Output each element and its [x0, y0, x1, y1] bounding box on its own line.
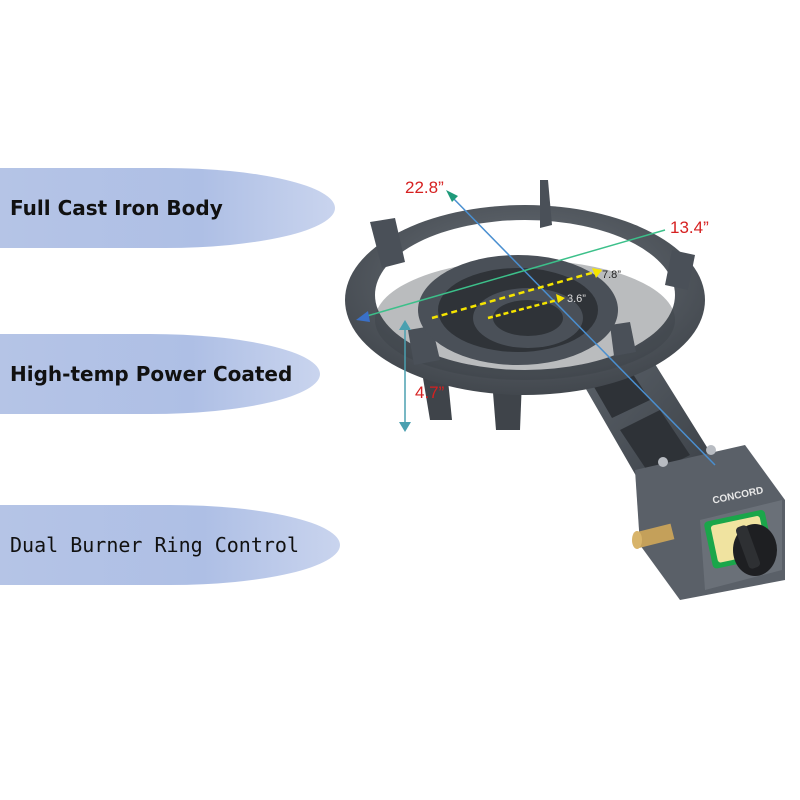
dimension-ring-width — [356, 229, 666, 322]
dimension-burner — [431, 268, 603, 320]
feature-pill-coating: High-temp Power Coated — [0, 334, 320, 414]
feature-label: Full Cast Iron Body — [10, 196, 223, 220]
dimension-label-burner-inner: 3.6” — [567, 293, 586, 305]
dimension-label-overall: 22.8” — [405, 178, 444, 197]
burner-rings — [418, 255, 618, 365]
dimension-label-burner-outer: 7.8” — [602, 269, 621, 281]
feature-label: Dual Burner Ring Control — [10, 533, 299, 557]
dimension-label-height: 4.7” — [415, 383, 445, 402]
gas-inlet-fitting — [632, 523, 675, 549]
valve-housing — [635, 445, 785, 600]
control-knob — [733, 524, 777, 576]
feature-label: High-temp Power Coated — [10, 362, 293, 386]
feature-pill-cast-iron: Full Cast Iron Body — [0, 168, 335, 248]
feature-pill-burner-control: Dual Burner Ring Control — [0, 505, 340, 585]
dimension-overall — [446, 190, 716, 466]
dimension-label-ring-width: 13.4” — [670, 218, 709, 237]
dimension-height — [399, 320, 411, 432]
